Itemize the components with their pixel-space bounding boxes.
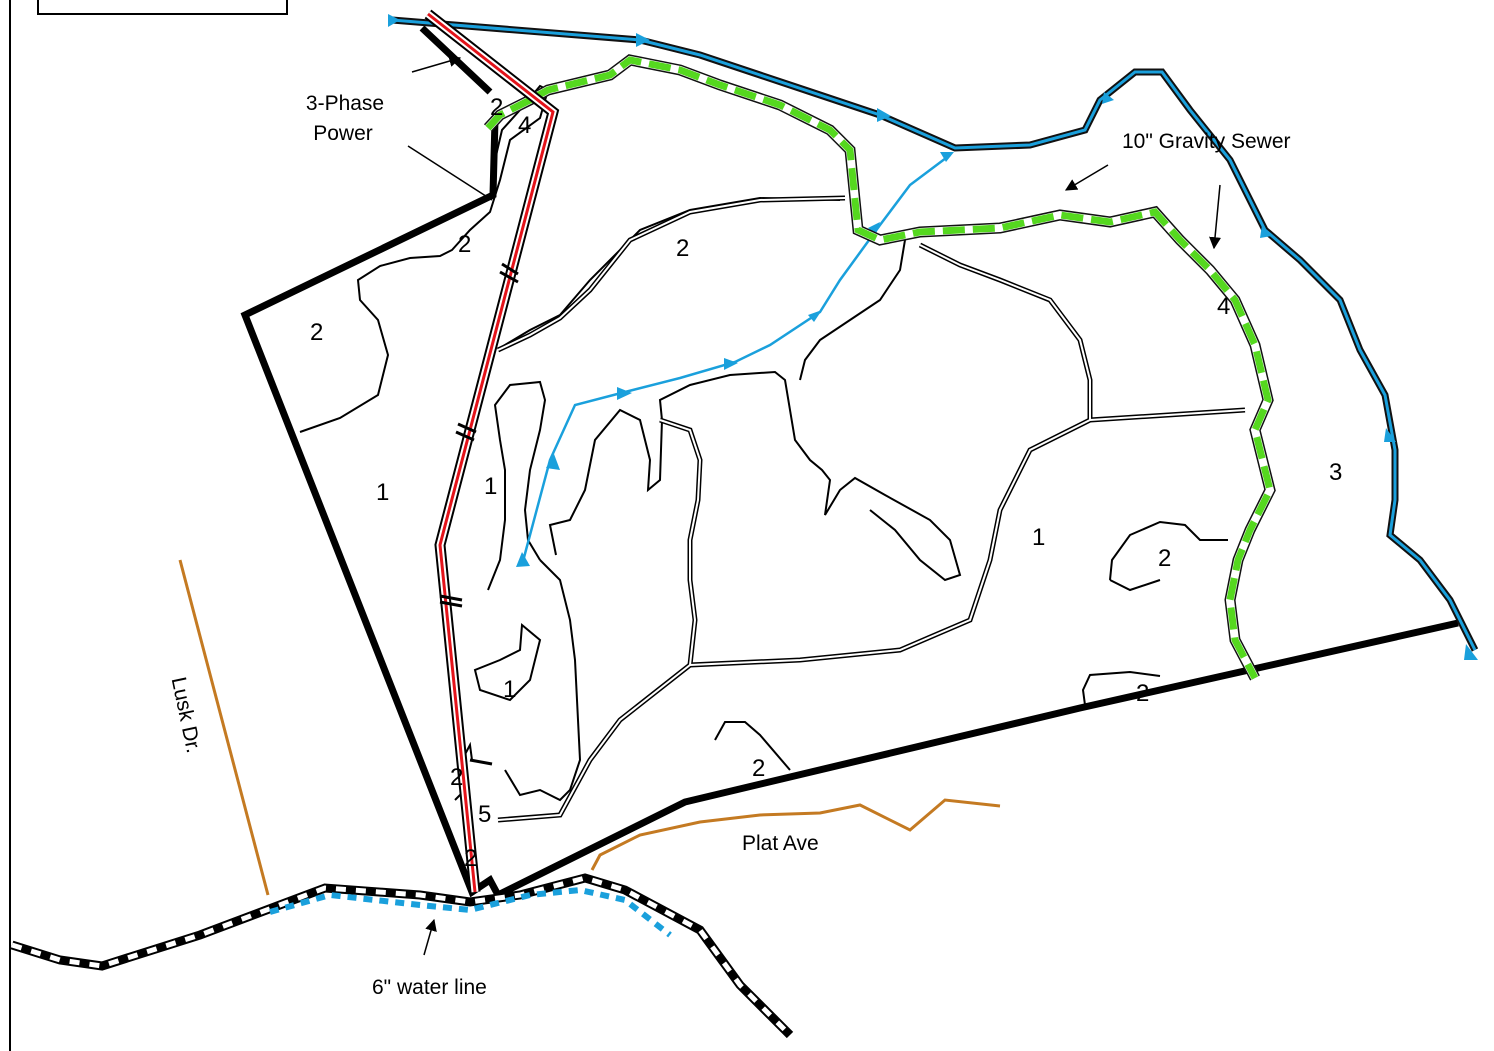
zone-label: 2 (676, 235, 689, 262)
gravity-sewer (483, 54, 1276, 681)
zone-label: 1 (1032, 524, 1045, 551)
water-line (269, 886, 672, 938)
water-main (10, 873, 794, 1039)
map-labels: 3-Phase Power 10" Gravity Sewer Plat Ave… (167, 92, 1291, 999)
zone-label: 1 (484, 473, 497, 500)
three-phase-label: 3-Phase (306, 92, 384, 115)
zone-label: 2 (1158, 545, 1171, 572)
power-pole-icons (439, 262, 519, 766)
zone-label: 2 (464, 845, 477, 872)
zone-label: 2 (752, 755, 765, 782)
zone-label: 2 (458, 231, 471, 258)
lusk-dr-label: Lusk Dr. (167, 675, 206, 755)
zone-labels: 2 4 2 2 2 1 1 1 1 2 4 3 2 2 2 2 5 (310, 94, 1342, 872)
power-line (424, 9, 560, 893)
zone-label: 2 (1136, 680, 1149, 707)
plat-ave-label: Plat Ave (742, 832, 819, 855)
creek (391, 16, 1479, 652)
map-frame (9, 0, 288, 1051)
zone-label: 4 (518, 112, 531, 139)
trails (496, 195, 1246, 823)
zone-label: 4 (1217, 293, 1230, 320)
power-label: Power (313, 122, 373, 145)
tributary (520, 154, 951, 566)
zone-label: 1 (503, 676, 516, 703)
lusk-dr-line (178, 559, 270, 896)
plat-ave-line (590, 798, 1001, 871)
water-line-label: 6" water line (372, 976, 487, 999)
arrow-icon (407, 55, 1221, 956)
zone-label: 1 (376, 479, 389, 506)
zone-label: 2 (450, 764, 463, 791)
gravity-sewer-label: 10" Gravity Sewer (1122, 130, 1291, 153)
flow-arrow-icon (388, 14, 1478, 660)
zone-boundaries (299, 84, 1228, 806)
zone-label: 2 (490, 94, 503, 121)
roads (178, 559, 1001, 896)
zone-label: 2 (310, 319, 323, 346)
zone-label: 3 (1329, 459, 1342, 486)
zone-label: 5 (478, 801, 491, 828)
